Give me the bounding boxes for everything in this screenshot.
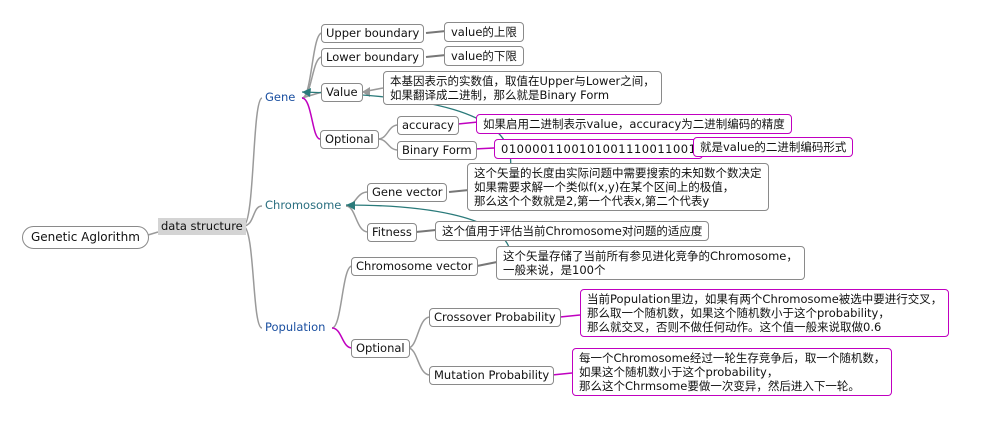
fitness-note: 这个值用于评估当前Chromosome对问题的适应度: [435, 221, 710, 241]
data-structure-node[interactable]: data structure: [158, 218, 246, 235]
value-note-line: 本基因表示的实数值，取值在Upper与Lower之间，: [390, 74, 655, 88]
chromosome-node[interactable]: Chromosome: [265, 198, 342, 212]
gene-vector-note-line: 如果需要求解一个类似f(x,y)在某个区间上的极值，: [474, 180, 735, 194]
binary-form-node[interactable]: Binary Form: [397, 141, 477, 160]
chromosome-vector-note-line: 一般来说，是100个: [503, 263, 606, 277]
value-note-line: 如果翻译成二进制，那么就是Binary Form: [390, 88, 610, 102]
accuracy-note: 如果启用二进制表示value，accuracy为二进制编码的精度: [476, 114, 792, 134]
binary-value-note: 0100001100101001110011001: [494, 139, 704, 159]
gene-vector-note-line: 这个矢量的长度由实际问题中需要搜索的未知数个数决定: [474, 166, 762, 180]
gene-vector-node[interactable]: Gene vector: [367, 183, 448, 202]
population-node[interactable]: Population: [265, 320, 326, 334]
upper-boundary-node[interactable]: Upper boundary: [321, 24, 425, 43]
lower-boundary-node[interactable]: Lower boundary: [321, 48, 424, 67]
mutation-note-line: 如果这个随机数小于这个probability，: [579, 365, 779, 379]
population-optional-node[interactable]: Optional: [351, 339, 410, 358]
gene-vector-note: 这个矢量的长度由实际问题中需要搜索的未知数个数决定 如果需要求解一个类似f(x,…: [467, 163, 769, 211]
gene-vector-note-line: 那么这个个数就是2,第一个代表x,第二个代表y: [474, 194, 710, 208]
binary-form-note: 就是value的二进制编码形式: [693, 137, 854, 157]
value-note: 本基因表示的实数值，取值在Upper与Lower之间， 如果翻译成二进制，那么就…: [383, 71, 662, 105]
mutation-probability-note: 每一个Chromosome经过一轮生存竞争后，取一个随机数， 如果这个随机数小于…: [572, 348, 893, 396]
chromosome-vector-note-line: 这个矢量存储了当前所有参见进化竞争的Chromosome，: [503, 249, 798, 263]
mutation-note-line: 每一个Chromosome经过一轮生存竞争后，取一个随机数，: [579, 351, 886, 365]
crossover-note-line: 那么取一个随机数，如果这个随机数小于这个probability，: [587, 306, 890, 320]
crossover-probability-node[interactable]: Crossover Probability: [429, 308, 561, 327]
crossover-note-line: 那么就交叉，否则不做任何动作。这个值一般来说取做0.6: [587, 320, 882, 334]
crossover-note-line: 当前Population里边，如果有两个Chromosome被选中要进行交叉，: [587, 292, 943, 306]
lower-boundary-note: value的下限: [444, 46, 524, 66]
chromosome-vector-node[interactable]: Chromosome vector: [351, 257, 478, 276]
chromosome-vector-note: 这个矢量存储了当前所有参见进化竞争的Chromosome， 一般来说，是100个: [496, 246, 805, 280]
gene-node[interactable]: Gene: [265, 90, 296, 104]
fitness-node[interactable]: Fitness: [367, 223, 417, 242]
gene-optional-node[interactable]: Optional: [320, 130, 379, 149]
mutation-note-line: 那么这个Chrmsome要做一次变异，然后进入下一轮。: [579, 379, 860, 393]
value-node[interactable]: Value: [321, 83, 363, 102]
root-node[interactable]: Genetic Aglorithm: [22, 226, 149, 249]
mutation-probability-node[interactable]: Mutation Probability: [429, 366, 555, 385]
crossover-probability-note: 当前Population里边，如果有两个Chromosome被选中要进行交叉， …: [580, 289, 950, 337]
accuracy-node[interactable]: accuracy: [397, 116, 459, 135]
upper-boundary-note: value的上限: [444, 22, 524, 42]
